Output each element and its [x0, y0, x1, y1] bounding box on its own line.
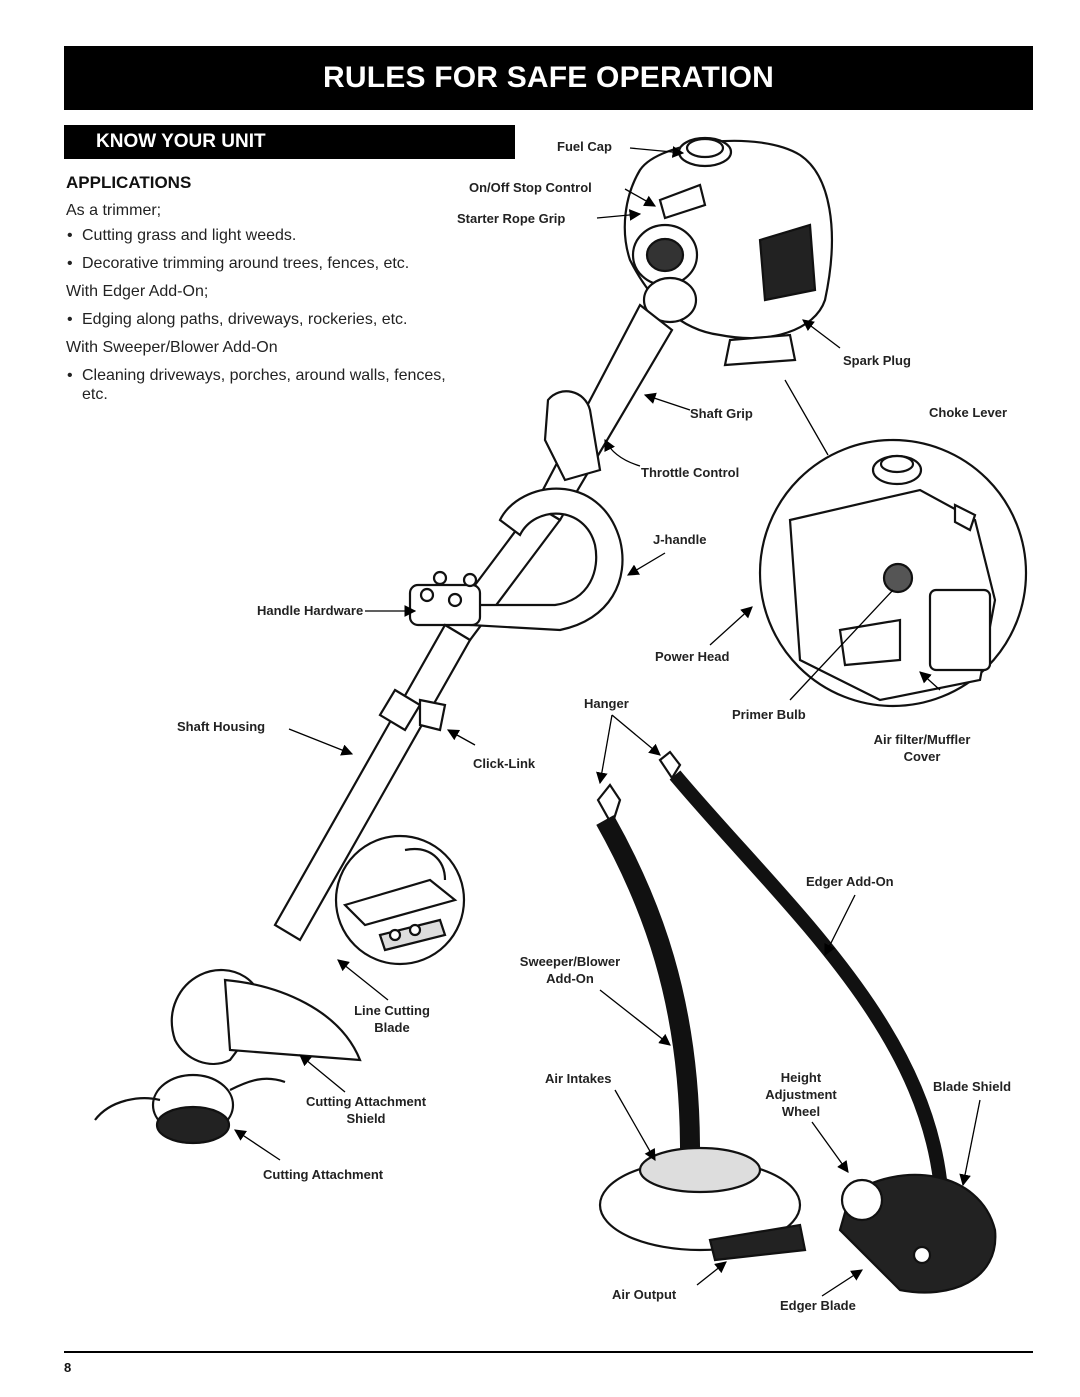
- label-line-cutting-line2: Blade: [374, 1020, 410, 1035]
- label-throttle-control: Throttle Control: [641, 465, 740, 480]
- page-title: RULES FOR SAFE OPERATION: [323, 61, 774, 94]
- label-air-filter-line2: Cover: [903, 749, 941, 764]
- section-title: KNOW YOUR UNIT: [96, 131, 266, 152]
- label-line-cutting-blade: Line Cutting Blade: [342, 1002, 442, 1036]
- trimmer-use-2: Decorative trimming around trees, fences…: [67, 255, 409, 273]
- line-cutting-blade-inset: [334, 834, 466, 966]
- label-fuel-cap: Fuel Cap: [557, 139, 612, 154]
- label-edger-blade: Edger Blade: [780, 1298, 856, 1313]
- label-spark-plug: Spark Plug: [843, 353, 911, 368]
- edger-drawing: [658, 750, 997, 1294]
- label-air-intakes: Air Intakes: [545, 1071, 612, 1086]
- label-height-line3: Wheel: [781, 1104, 821, 1119]
- engine-detail-inset: [758, 438, 1028, 708]
- label-cutting-attachment: Cutting Attachment: [263, 1167, 384, 1182]
- label-blade-shield: Blade Shield: [933, 1079, 1012, 1094]
- edger-intro: With Edger Add-On;: [66, 283, 209, 300]
- label-cut-shield-line2: Shield: [346, 1111, 386, 1126]
- label-hanger: Hanger: [584, 696, 629, 711]
- label-height-adjustment-wheel: Height Adjustment Wheel: [751, 1069, 851, 1120]
- trimmer-use-1: Cutting grass and light weeds.: [67, 227, 296, 245]
- label-edger-add-on: Edger Add-On: [806, 874, 894, 889]
- label-cutting-attachment-shield: Cutting Attachment Shield: [290, 1093, 442, 1127]
- label-sweeper-blower-add-on: Sweeper/Blower Add-On: [505, 953, 635, 987]
- label-shaft-grip: Shaft Grip: [690, 406, 753, 421]
- label-primer-bulb: Primer Bulb: [732, 707, 806, 722]
- label-starter-rope-grip: Starter Rope Grip: [457, 211, 566, 226]
- trimmer-shaft-drawing: [94, 303, 674, 1145]
- power-head-drawing: [623, 136, 833, 367]
- page-title-banner: RULES FOR SAFE OPERATION: [64, 46, 1033, 110]
- label-height-line2: Adjustment: [765, 1087, 837, 1102]
- label-air-filter-line1: Air filter/Muffler: [873, 732, 971, 747]
- label-power-head: Power Head: [655, 649, 730, 664]
- label-shaft-housing: Shaft Housing: [177, 719, 266, 734]
- label-line-cutting-line1: Line Cutting: [354, 1003, 430, 1018]
- label-choke-lever: Choke Lever: [929, 405, 1008, 420]
- label-height-line1: Height: [780, 1070, 822, 1085]
- label-click-link: Click-Link: [473, 756, 536, 771]
- label-on-off-stop-control: On/Off Stop Control: [469, 180, 592, 195]
- label-air-output: Air Output: [612, 1287, 677, 1302]
- trimmer-intro: As a trimmer;: [66, 202, 162, 219]
- label-handle-hardware: Handle Hardware: [257, 603, 364, 618]
- sweeper-use-1: Cleaning driveways, porches, around wall…: [67, 367, 446, 385]
- callout-arrows: [234, 146, 981, 1297]
- edger-use-1: Edging along paths, driveways, rockeries…: [67, 311, 407, 329]
- sweeper-blower-drawing: [596, 783, 807, 1262]
- label-air-filter-muffler: Air filter/Muffler Cover: [862, 731, 982, 765]
- section-title-banner: KNOW YOUR UNIT: [64, 125, 515, 159]
- label-sweeper-line2: Add-On: [546, 971, 594, 986]
- label-j-handle: J-handle: [653, 532, 707, 547]
- footer-divider: [64, 1351, 1033, 1353]
- page-number: 8: [64, 1360, 72, 1375]
- label-sweeper-line1: Sweeper/Blower: [519, 954, 621, 969]
- label-cut-shield-line1: Cutting Attachment: [305, 1094, 427, 1109]
- applications-heading: APPLICATIONS: [66, 173, 192, 192]
- sweeper-intro: With Sweeper/Blower Add-On: [66, 339, 278, 356]
- sweeper-use-1-cont: etc.: [82, 386, 108, 403]
